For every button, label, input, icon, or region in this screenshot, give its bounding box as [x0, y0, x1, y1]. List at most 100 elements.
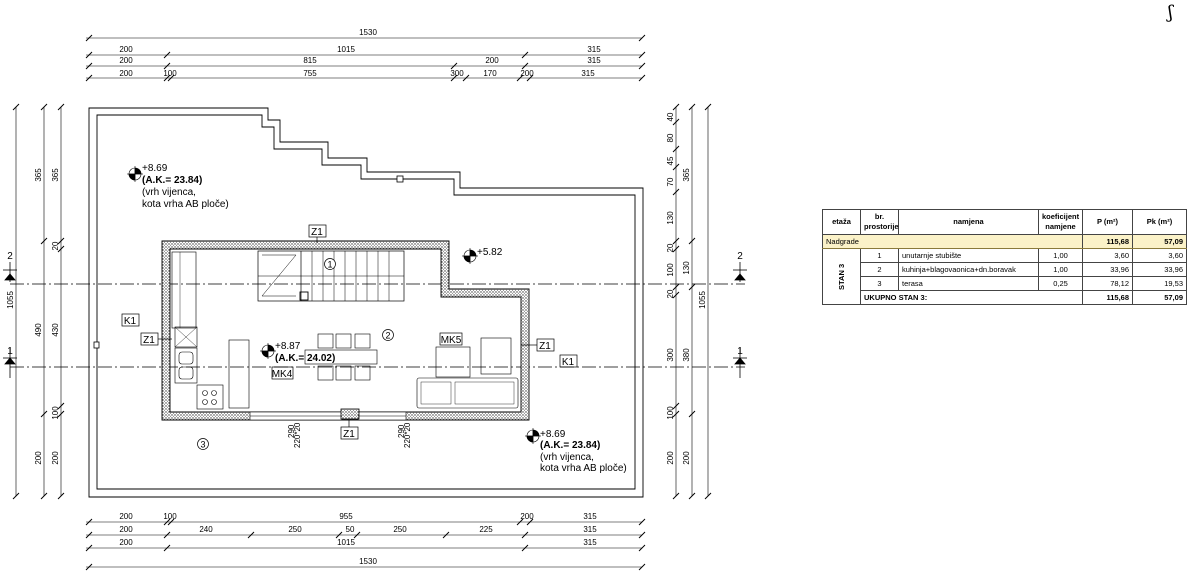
group-row: Nadgrade 115,68 57,09: [822, 234, 1187, 249]
dim-label: 1015: [337, 45, 355, 54]
tag-mk4: MK4: [272, 369, 293, 380]
cell-namjena: kuhinja+blagovaonica+dn.boravak: [898, 262, 1039, 277]
cell-p: 3,60: [1082, 248, 1133, 263]
level-height-bottom-right: +8.69: [540, 429, 566, 440]
cell-pk: 3,60: [1132, 248, 1187, 263]
dim-label: 315: [587, 45, 601, 54]
dim-bottom-total: 1530: [359, 557, 377, 566]
dim-label: 200: [119, 45, 133, 54]
dim-label: 200: [51, 451, 60, 465]
level-note-top-left: (vrh vijenca,: [142, 187, 196, 198]
level-markers: [127, 166, 541, 444]
window-dim-label: 290: [397, 424, 406, 438]
dim-label: 225: [479, 525, 493, 534]
dim-label: 955: [339, 512, 353, 521]
dim-label: 250: [393, 525, 407, 534]
level-ak-top-left: (A.K.= 23.84): [142, 175, 202, 186]
dim-top-total: 1530: [359, 28, 377, 37]
header-br-prostorije: br. prostorije: [860, 209, 899, 235]
dim-label: 200: [485, 56, 499, 65]
corner-mark-glyph: ʃ: [1168, 2, 1173, 23]
total-label: UKUPNO STAN 3:: [860, 290, 1083, 305]
dim-label: 100: [51, 406, 60, 420]
dim-label: 200: [119, 525, 133, 534]
dim-label: 315: [583, 512, 597, 521]
section-lines: [10, 283, 745, 368]
tag-k1-left: K1: [124, 316, 137, 327]
level-texts: +8.69 (A.K.= 23.84) (vrh vijenca, kota v…: [142, 163, 627, 474]
dim-label: 300: [450, 69, 464, 78]
dim-label: 20: [666, 243, 675, 252]
window-dim-label: 290: [287, 424, 296, 438]
level-ak-bottom-right: (A.K.= 23.84): [540, 440, 600, 451]
level-height-top-left: +8.69: [142, 163, 168, 174]
group-name: Nadgrade: [822, 234, 1083, 249]
dim-label: 100: [163, 69, 177, 78]
header-pk: Pk (m²): [1132, 209, 1187, 235]
dim-label: 130: [666, 211, 675, 225]
dim-label: 200: [119, 56, 133, 65]
bottom-dimension-labels: 200 100 955 200 315 200 240 250 50 250 2…: [119, 512, 597, 566]
building-walls: [161, 240, 530, 421]
area-table: etaža br. prostorije namjena koeficijent…: [822, 209, 1187, 305]
column-marker: [93, 341, 100, 349]
staircase: [257, 250, 405, 302]
dim-label: 100: [163, 512, 177, 521]
header-etaza: etaža: [822, 209, 861, 235]
dim-label: 170: [483, 69, 497, 78]
dim-label: 20: [666, 289, 675, 298]
dim-label: 200: [34, 451, 43, 465]
section-markers: [3, 262, 747, 378]
window-dimensions: 290 220*20 290 220*20: [287, 422, 412, 448]
cell-pk: 33,96: [1132, 262, 1187, 277]
cell-pk: 19,53: [1132, 276, 1187, 291]
group-pk: 57,09: [1132, 234, 1187, 249]
dim-label: 200: [119, 512, 133, 521]
dim-label: 80: [666, 133, 675, 142]
header-p: P (m²): [1082, 209, 1133, 235]
tag-z1-right: Z1: [539, 341, 551, 352]
level-note-top-left: kota vrha AB ploče): [142, 199, 229, 210]
dim-label: 1055: [698, 291, 707, 309]
dim-label: 250: [288, 525, 302, 534]
dim-label: 200: [520, 512, 534, 521]
dim-label: 315: [587, 56, 601, 65]
table-row: 3 terasa 0,25 78,12 19,53: [823, 276, 1187, 291]
cell-p: 78,12: [1082, 276, 1133, 291]
dim-label: 315: [583, 538, 597, 547]
dim-label: 755: [303, 69, 317, 78]
section-label-1-right: 1: [737, 346, 743, 357]
header-koeficijent: koeficijent namjene: [1038, 209, 1083, 235]
cell-namjena: terasa: [898, 276, 1039, 291]
stan-label: STAN 3: [822, 248, 861, 305]
dim-label: 365: [682, 168, 691, 182]
bottom-dimension-chains: [85, 518, 646, 571]
right-dimension-labels: 40 80 45 70 130 20 100 20 300 100 200 36…: [666, 112, 707, 465]
top-dimension-chains: [85, 34, 646, 82]
element-tags: [121, 224, 578, 440]
level-ak-center: (A.K.= 24.02): [275, 353, 335, 364]
dim-label: 130: [682, 261, 691, 275]
dim-label: 365: [51, 168, 60, 182]
dim-label: 1055: [6, 291, 15, 309]
terrace-outline: [88, 107, 644, 498]
total-p: 115,68: [1082, 290, 1133, 305]
room-number-2: 2: [385, 331, 390, 341]
cell-koef: 1,00: [1038, 248, 1083, 263]
dim-label: 300: [666, 348, 675, 362]
dim-label: 815: [303, 56, 317, 65]
tag-z1-left: Z1: [143, 335, 155, 346]
left-dimension-chains: [12, 103, 65, 500]
dim-label: 430: [51, 323, 60, 337]
section-labels: 2 1 2 1: [7, 251, 743, 357]
section-label-2-left: 2: [7, 251, 13, 262]
dim-label: 40: [666, 112, 675, 121]
total-pk: 57,09: [1132, 290, 1187, 305]
level-height-center: +8.87: [275, 341, 301, 352]
window-dim-label: 220*20: [403, 422, 412, 448]
tag-z1-top: Z1: [311, 227, 323, 238]
dim-label: 200: [119, 69, 133, 78]
living-room-furniture: [416, 337, 519, 409]
area-table-header: etaža br. prostorije namjena koeficijent…: [822, 209, 1187, 235]
